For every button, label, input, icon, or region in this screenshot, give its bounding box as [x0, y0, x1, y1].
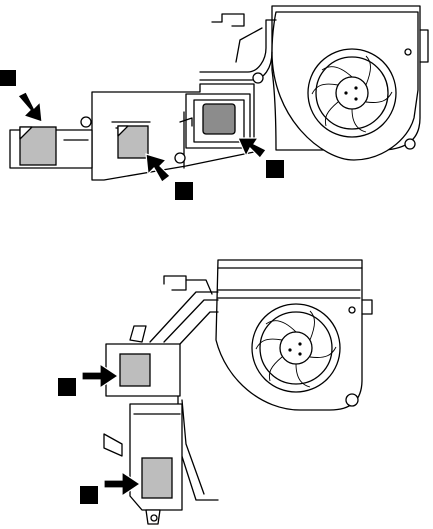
lower-lower-block-screw	[151, 515, 157, 521]
lower-pipe-e	[182, 400, 204, 494]
callout-marker-pad-upper	[58, 378, 76, 396]
upper-assembly	[0, 6, 428, 200]
upper-fan-hub	[336, 77, 368, 109]
upper-fan-screw-1	[344, 91, 347, 94]
lower-fan-tab	[362, 300, 372, 314]
upper-pipe-c	[236, 28, 262, 62]
lower-cable	[164, 276, 186, 290]
lower-fan	[216, 260, 372, 410]
lower-assembly	[58, 260, 372, 524]
lower-pipe-c	[180, 312, 218, 344]
callout-marker-pad-middle	[175, 182, 193, 200]
upper-plate-screw-left	[81, 117, 91, 127]
upper-fan-screw-3	[354, 97, 357, 100]
lower-pad-lower	[142, 458, 172, 498]
upper-cable	[212, 14, 244, 26]
lower-pipe-d	[178, 392, 218, 500]
upper-pipe-a	[200, 20, 276, 72]
callout-marker-pad-left	[0, 70, 16, 86]
upper-plate-screw-bottom	[175, 153, 185, 163]
upper-fan-screw-2	[354, 86, 357, 89]
upper-pipe-screw	[253, 73, 263, 83]
upper-heat-pipes	[200, 14, 276, 83]
lower-fan-screw-1	[288, 348, 291, 351]
callout-marker-pad-lower	[80, 486, 98, 504]
callout-marker-pad-right	[266, 160, 284, 178]
lower-fan-mount-2	[346, 394, 358, 406]
upper-fan-mount-1	[405, 49, 411, 55]
upper-fan-tab	[420, 30, 428, 62]
lower-pad-upper	[120, 354, 150, 386]
lower-pipe-tab-top	[130, 326, 146, 342]
upper-fan-mount-2	[405, 139, 415, 149]
lower-fan-hub	[280, 332, 312, 364]
arrow-pad-left	[18, 92, 42, 122]
lower-fan-screw-2	[298, 342, 301, 345]
lower-pipe-tab-left	[104, 434, 122, 456]
upper-pad-right	[203, 104, 235, 134]
lower-fan-screw-3	[298, 352, 301, 355]
upper-fan	[272, 6, 428, 160]
lower-pipe-b	[164, 300, 218, 342]
lower-fan-mount-1	[349, 307, 355, 313]
